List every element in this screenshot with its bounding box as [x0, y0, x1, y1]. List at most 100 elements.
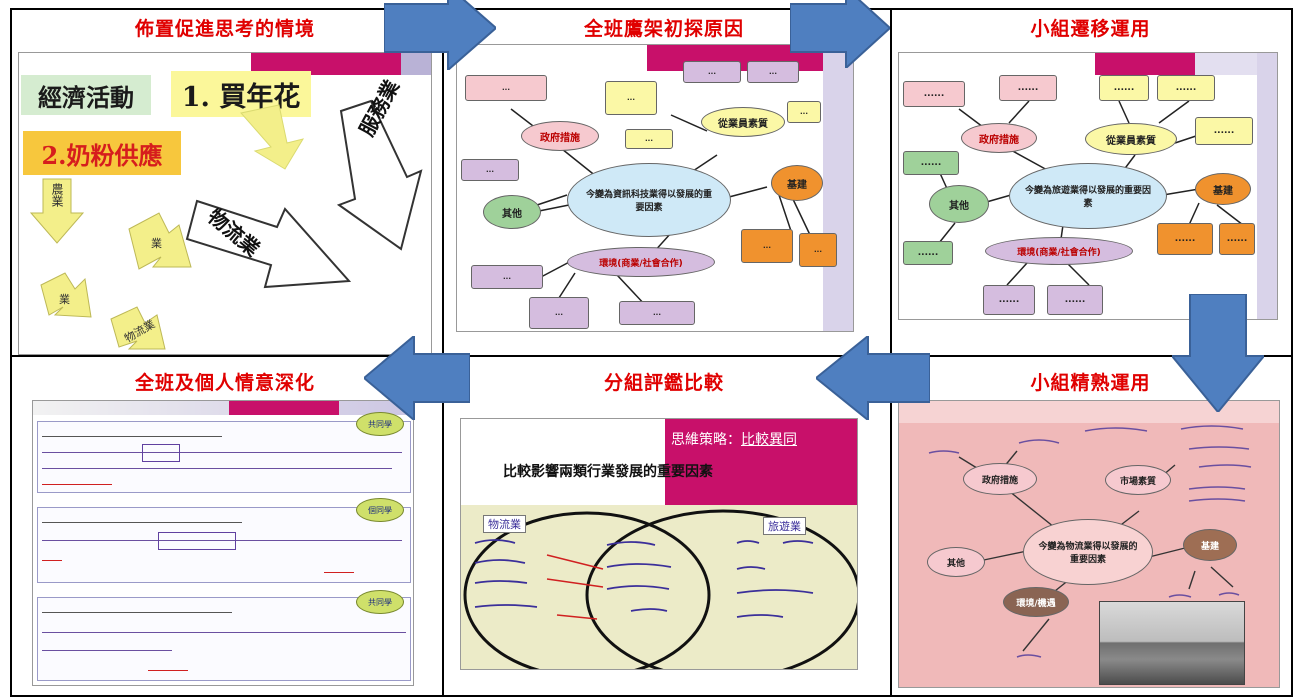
handwriting [42, 468, 392, 469]
worksheet-panel: 個同學 [37, 498, 411, 583]
cell-title: 全班及個人情意深化 [134, 372, 315, 394]
highlight-box [158, 532, 236, 550]
slide-venn-compare: 思維策略：比較異同 比較影響兩類行業發展的重要因素 物流業 旅遊業 [460, 418, 858, 670]
mindmap-node: 從業員素質 [1085, 123, 1177, 155]
mindmap-node: ...... [999, 75, 1057, 101]
cell-title: 小組遷移運用 [1030, 18, 1151, 40]
worksheet-panel: 共同學 [37, 412, 411, 493]
slide-class-mindmap: ... 政府措施 ... ... ... 從業員素質 ... ... ... 今… [456, 44, 854, 332]
mindmap-node: ... [683, 61, 741, 83]
highlight-box [142, 444, 180, 462]
text-line [42, 436, 222, 437]
slide-reflection-sheet: 共同學 個同學 共同學 [32, 400, 414, 686]
header-bar [251, 53, 401, 75]
header-bar [229, 401, 339, 415]
mindmap-node: ...... [903, 241, 953, 265]
mindmap-node: ... [465, 75, 547, 101]
mindmap-node: ... [461, 159, 519, 181]
mindmap-node: 政府措施 [961, 123, 1037, 153]
mindmap-center: 今變為物流業得以發展的重要因素 [1023, 519, 1153, 585]
mindmap-node: ...... [983, 285, 1035, 315]
mindmap-node: ...... [903, 81, 965, 107]
badge: 個同學 [356, 498, 404, 522]
handwriting [42, 632, 406, 633]
cell-title: 全班鷹架初探原因 [583, 18, 744, 40]
mindmap-node: ...... [903, 151, 959, 175]
header-bar [1095, 53, 1195, 75]
mindmap-node: 環境(商業/社會合作) [985, 237, 1133, 265]
mindmap-node: 市場素質 [1105, 465, 1171, 495]
flow-arrow-left [364, 336, 470, 420]
mindmap-node: ... [799, 233, 837, 267]
slide-group-mindmap: ...... ...... 政府措施 ...... ...... 從業員素質 .… [898, 52, 1278, 320]
divider [442, 10, 444, 695]
mindmap-node: ... [625, 129, 673, 149]
slide-title: 經濟活動 [21, 75, 151, 115]
venn-heading: 比較影響兩類行業發展的重要因素 [503, 464, 713, 480]
mindmap-node: 政府措施 [521, 121, 599, 151]
mindmap-node: ...... [1157, 75, 1215, 101]
strategy-value: 比較異同 [741, 432, 797, 448]
mindmap-node: ... [619, 301, 695, 325]
handwriting [42, 560, 62, 561]
mindmap-node: 政府措施 [963, 463, 1037, 495]
side-bar [823, 45, 853, 331]
strategy-label-text: 思維策略： [671, 432, 741, 448]
item-label: 1. 買年花 [171, 71, 311, 117]
mindmap-node: 環境(商業/社會合作) [567, 247, 715, 277]
venn-diagram [463, 509, 857, 669]
strategy-panel [665, 419, 857, 505]
mindmap-node: 其他 [927, 547, 985, 577]
arrow-label: 業 [151, 237, 162, 250]
header-bar [33, 401, 413, 415]
mindmap-node: ...... [1047, 285, 1103, 315]
mindmap-node: 基建 [1195, 173, 1251, 205]
mindmap-node: 其他 [483, 195, 541, 229]
badge: 共同學 [356, 590, 404, 614]
handwriting [42, 452, 402, 453]
text-line [42, 522, 242, 523]
storyboard-grid [10, 8, 1293, 697]
mindmap-center: 今變為旅遊業得以發展的重要因素 [1009, 163, 1167, 229]
item-label: 2.奶粉供應 [23, 131, 181, 175]
mindmap-node: ... [529, 297, 589, 329]
mindmap-node: 其他 [929, 185, 989, 223]
side-bar [1257, 53, 1277, 319]
flow-arrow-right [790, 0, 890, 68]
handwriting [324, 572, 354, 573]
mindmap-node: ... [471, 265, 543, 289]
mindmap-node: 從業員素質 [701, 107, 785, 137]
mindmap-node: ...... [1195, 117, 1253, 145]
scenario-arrows [29, 99, 423, 350]
header-bar [401, 53, 431, 75]
arrow-label: 業 [59, 293, 70, 306]
flow-arrow-down [1172, 294, 1264, 412]
text-line [42, 612, 232, 613]
venn-tag-right: 旅遊業 [763, 517, 806, 535]
handwriting [42, 540, 402, 541]
mindmap-node: ...... [1157, 223, 1213, 255]
mindmap-node: ... [747, 61, 799, 83]
cell-title: 分組評鑑比較 [603, 372, 724, 394]
badge: 共同學 [356, 412, 404, 436]
mindmap-node: ... [741, 229, 793, 263]
mindmap-node: ...... [1099, 75, 1149, 101]
venn-tag-left: 物流業 [483, 515, 526, 533]
mindmap-node: ... [787, 101, 821, 123]
cell-title: 佈置促進思考的情境 [134, 18, 315, 40]
mindmap-node: 環境/機遇 [1003, 587, 1069, 617]
handwriting [148, 670, 188, 671]
flow-arrow-right [384, 0, 496, 70]
flow-arrow-left [816, 336, 930, 420]
handwriting [42, 484, 112, 485]
header-bar [899, 401, 1279, 423]
slide-group-handwritten-mindmap: 政府措施 市場素質 今變為物流業得以發展的重要因素 其他 基建 環境/機遇 [898, 400, 1280, 688]
mindmap-node: ... [605, 81, 657, 115]
mindmap-node: 基建 [1183, 529, 1237, 561]
mindmap-node: 基建 [771, 165, 823, 201]
worksheet-panel: 共同學 [37, 590, 411, 681]
photo-skyline [1099, 601, 1245, 685]
cell-title: 小組精熟運用 [1030, 372, 1151, 394]
divider [890, 10, 892, 695]
mindmap-center: 今變為資訊科技業得以發展的重要因素 [567, 163, 731, 237]
